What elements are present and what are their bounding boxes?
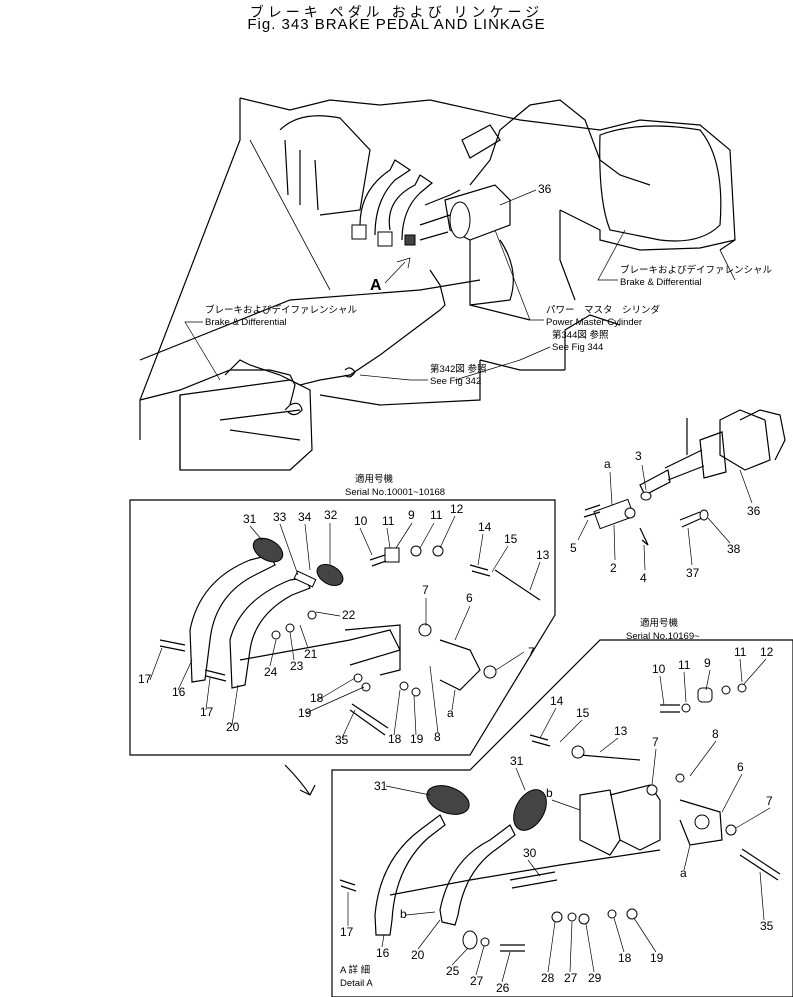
i1-callout-14: 14 bbox=[478, 520, 492, 534]
title-english: Fig. 343 BRAKE PEDAL AND LINKAGE bbox=[247, 16, 546, 33]
i2-callout-25: 25 bbox=[446, 964, 460, 978]
i1-callout-6: 6 bbox=[466, 591, 473, 605]
i1-callout-17a: 17 bbox=[138, 672, 152, 686]
inset-serial-10001-10168: 適用号機 Serial No.10001~10168 bbox=[129, 473, 556, 756]
detail-a-en: Detail A bbox=[340, 978, 373, 989]
power-master-cylinder bbox=[419, 184, 511, 241]
tractor-body-outline bbox=[139, 97, 786, 471]
callout-2: 2 bbox=[610, 561, 617, 575]
i2-callout-35: 35 bbox=[760, 919, 774, 933]
i1-callout-24: 24 bbox=[264, 665, 278, 679]
i2-callout-17: 17 bbox=[340, 925, 354, 939]
see-fig-344-jp: 第344図 参照 bbox=[552, 329, 609, 341]
top-brake-pedals bbox=[351, 159, 434, 247]
i2-callout-15: 15 bbox=[576, 706, 590, 720]
i2-callout-29: 29 bbox=[588, 971, 602, 985]
i1-callout-19a: 19 bbox=[298, 706, 312, 720]
power-master-jp: パワー マスタ シリンダ bbox=[546, 304, 661, 316]
i2-callout-b-bottom: b bbox=[400, 907, 407, 921]
i1-callout-34: 34 bbox=[298, 510, 312, 524]
see-fig-344-en: See Fig 344 bbox=[552, 342, 603, 353]
i1-callout-13: 13 bbox=[536, 548, 550, 562]
serial-2-en: Serial No.10169~ bbox=[626, 631, 700, 642]
i2-callout-9: 9 bbox=[704, 656, 711, 670]
brake-diff-left-jp: ブレーキおよびデイファレンシャル bbox=[205, 304, 358, 316]
view-a-label: A bbox=[370, 277, 382, 294]
i1-callout-9: 9 bbox=[408, 508, 415, 522]
i2-callout-6: 6 bbox=[737, 760, 744, 774]
i1-callout-11b: 11 bbox=[430, 508, 443, 522]
i2-callout-26: 26 bbox=[496, 981, 510, 995]
i2-callout-18: 18 bbox=[618, 951, 632, 965]
i1-callout-32: 32 bbox=[324, 508, 338, 522]
i1-callout-12: 12 bbox=[450, 502, 464, 516]
i2-callout-19: 19 bbox=[650, 951, 664, 965]
i2-callout-31b: 31 bbox=[510, 754, 524, 768]
i2-callout-b-top: b bbox=[546, 786, 553, 800]
i1-callout-7a: 7 bbox=[422, 583, 429, 597]
serial-1-en: Serial No.10001~10168 bbox=[345, 487, 445, 498]
i1-callout-19b: 19 bbox=[410, 732, 424, 746]
detail-a-jp: A 詳 細 bbox=[340, 964, 370, 976]
right-cylinder-detail bbox=[583, 409, 771, 546]
i1-callout-16: 16 bbox=[172, 685, 186, 699]
see-fig-342-en: See Fig 342 bbox=[430, 376, 481, 387]
brake-diff-left-en: Brake & Differential bbox=[205, 317, 287, 328]
i1-callout-23: 23 bbox=[290, 659, 304, 673]
i1-callout-31: 31 bbox=[243, 512, 257, 526]
brake-lines bbox=[224, 99, 651, 416]
power-master-en: Power Master Cylinder bbox=[546, 317, 642, 328]
callout-37: 37 bbox=[686, 566, 700, 580]
i1-callout-21: 21 bbox=[304, 647, 318, 661]
i2-callout-16: 16 bbox=[376, 946, 390, 960]
i2-callout-13: 13 bbox=[614, 724, 628, 738]
i2-callout-30: 30 bbox=[523, 846, 537, 860]
i2-callout-7b: 7 bbox=[766, 794, 773, 808]
inset-serial-10169: 適用号機 Serial No.10169~ A 詳 細 Detail A bbox=[331, 617, 793, 997]
i2-callout-8: 8 bbox=[712, 727, 719, 741]
i1-callout-7b: 7 bbox=[528, 645, 535, 659]
callout-5: 5 bbox=[570, 541, 577, 555]
connector-arrow bbox=[284, 764, 311, 796]
callout-3: 3 bbox=[635, 449, 642, 463]
i1-callout-8: 8 bbox=[434, 730, 441, 744]
i2-callout-12: 12 bbox=[760, 645, 774, 659]
callout-4: 4 bbox=[640, 571, 647, 585]
i2-callout-27a: 27 bbox=[470, 974, 484, 988]
i1-callout-35: 35 bbox=[335, 733, 349, 747]
i2-callout-11b: 11 bbox=[734, 645, 747, 659]
callout-36-right: 36 bbox=[747, 504, 761, 518]
i1-callout-33: 33 bbox=[273, 510, 287, 524]
i1-callout-18a: 18 bbox=[310, 691, 324, 705]
i1-callout-22: 22 bbox=[342, 608, 356, 622]
i1-callout-11a: 11 bbox=[382, 514, 395, 528]
i2-callout-31a: 31 bbox=[374, 779, 388, 793]
i1-callout-15: 15 bbox=[504, 532, 518, 546]
i1-callout-a: a bbox=[447, 706, 454, 720]
i1-callout-18b: 18 bbox=[388, 732, 402, 746]
i2-callout-7a: 7 bbox=[652, 735, 659, 749]
brake-diff-right-en: Brake & Differential bbox=[620, 277, 702, 288]
i1-callout-10: 10 bbox=[354, 514, 368, 528]
i1-callout-17b: 17 bbox=[200, 705, 214, 719]
i2-callout-a: a bbox=[680, 866, 687, 880]
i2-callout-14: 14 bbox=[550, 694, 564, 708]
serial-1-jp: 適用号機 bbox=[355, 473, 394, 485]
i2-callout-28: 28 bbox=[541, 971, 555, 985]
i2-callout-10: 10 bbox=[652, 662, 666, 676]
title-japanese: ブレーキ ペダル および リンケージ bbox=[249, 4, 544, 20]
serial-2-jp: 適用号機 bbox=[640, 617, 679, 629]
see-fig-342-jp: 第342図 参照 bbox=[430, 363, 487, 375]
i1-callout-20: 20 bbox=[226, 720, 240, 734]
i2-callout-20: 20 bbox=[411, 948, 425, 962]
i2-callout-11a: 11 bbox=[678, 658, 691, 672]
brake-diff-right-jp: ブレーキおよびデイファレンシャル bbox=[620, 264, 773, 276]
callout-a-right: a bbox=[604, 457, 611, 471]
callout-38: 38 bbox=[727, 542, 741, 556]
i2-callout-27b: 27 bbox=[564, 971, 578, 985]
callout-36-top: 36 bbox=[538, 182, 552, 196]
